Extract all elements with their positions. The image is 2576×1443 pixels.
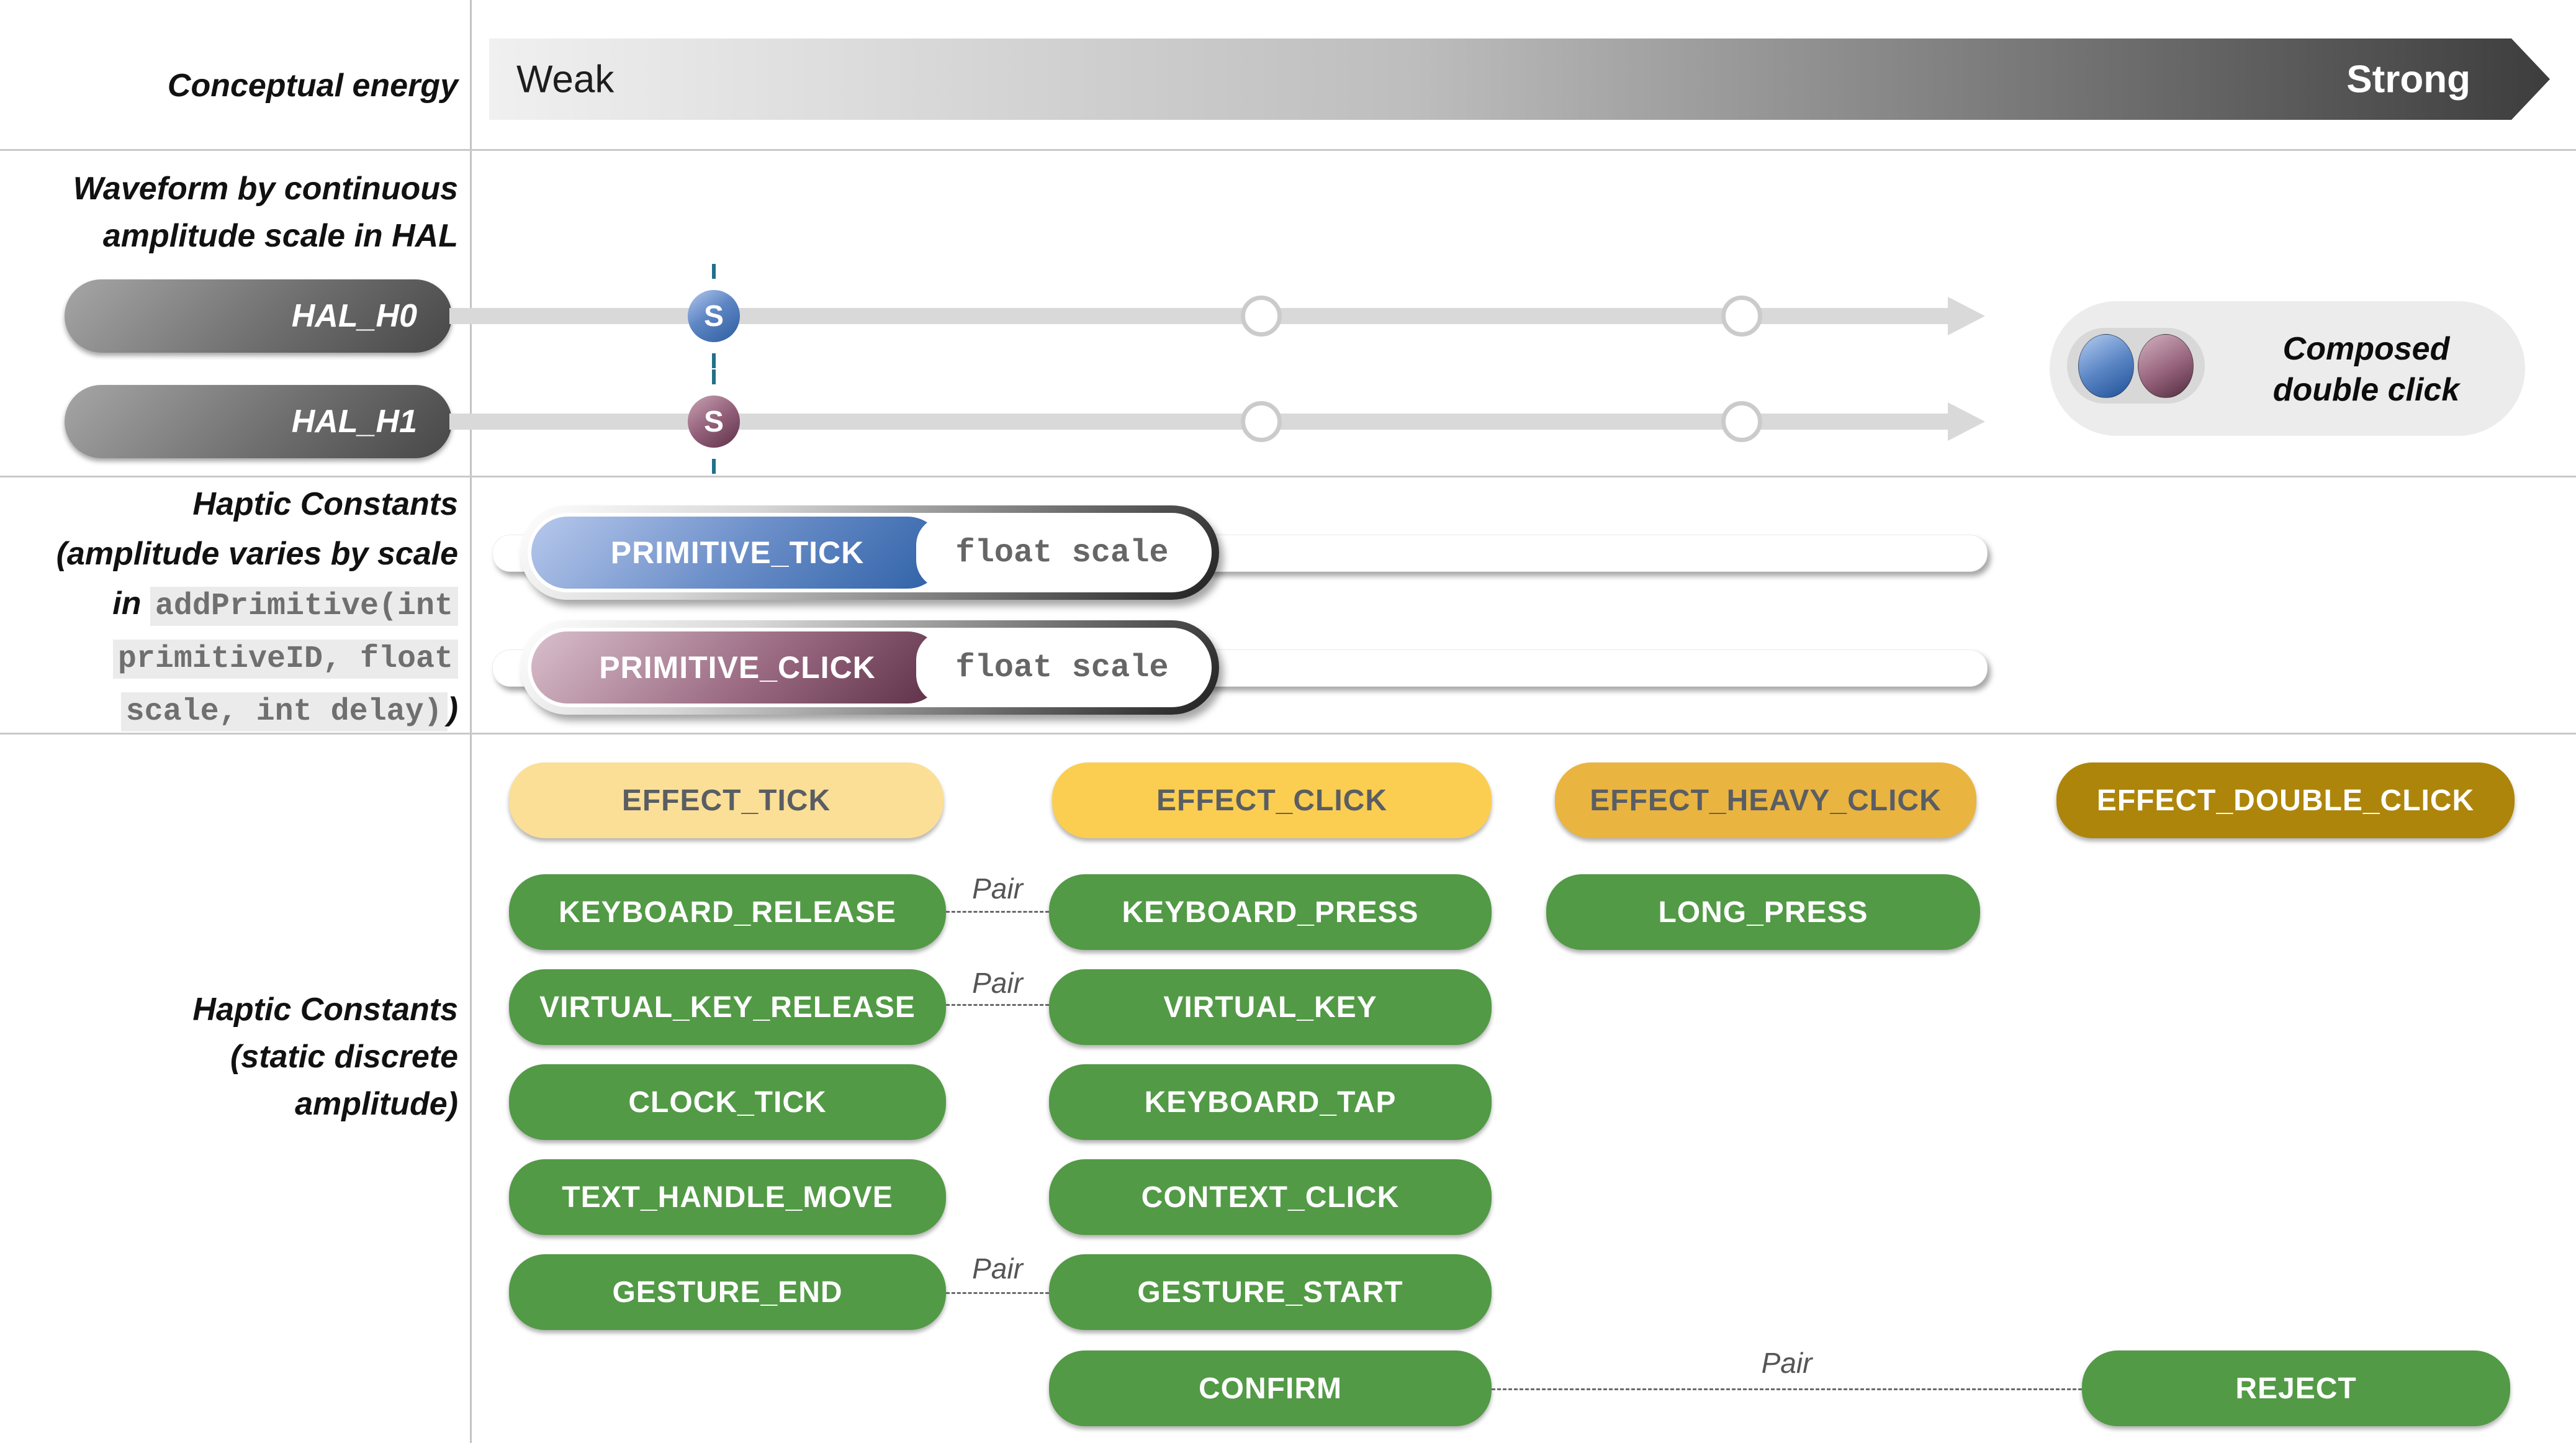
composed-double-click-badge: Composed double click bbox=[2050, 301, 2525, 436]
primitive-click-pill[interactable]: PRIMITIVE_CLICK bbox=[531, 631, 943, 703]
pair-connector-confirm-reject bbox=[1492, 1388, 2082, 1390]
primitive-click-knob[interactable]: PRIMITIVE_CLICK float scale bbox=[520, 620, 1219, 715]
row-label-waveform-line1: Waveform by continuous bbox=[73, 171, 458, 207]
row-label-waveform-line2: amplitude scale in HAL bbox=[102, 218, 458, 254]
section-divider-2 bbox=[0, 476, 2576, 477]
s-marker-label: S bbox=[703, 405, 724, 438]
static-label-line3: amplitude) bbox=[295, 1086, 458, 1122]
composed-tick-dot-icon bbox=[2078, 334, 2134, 398]
constant-confirm[interactable]: CONFIRM bbox=[1049, 1350, 1492, 1426]
pair-label: Pair bbox=[1761, 1347, 1813, 1379]
primitive-click-label: PRIMITIVE_CLICK bbox=[599, 650, 876, 685]
tick-dash-icon bbox=[712, 369, 716, 384]
primitive-click-param-label: float scale bbox=[955, 649, 1169, 686]
primitive-tick-pill[interactable]: PRIMITIVE_TICK bbox=[531, 517, 943, 589]
column-divider bbox=[470, 0, 472, 1443]
primitives-code-line3: scale, int delay) bbox=[120, 692, 448, 731]
primitives-label-in: in bbox=[112, 586, 142, 622]
static-label-line1: Haptic Constants bbox=[192, 992, 458, 1028]
composed-label-line2: double click bbox=[2272, 372, 2460, 408]
section-divider-1 bbox=[0, 149, 2576, 151]
constant-effect-tick[interactable]: EFFECT_TICK bbox=[509, 762, 943, 838]
pair-connector-keyboard bbox=[946, 911, 1049, 913]
primitive-click-param-box: float scale bbox=[916, 631, 1208, 703]
primitive-tick-label: PRIMITIVE_TICK bbox=[610, 535, 865, 570]
primitives-label-line2: (amplitude varies by scale bbox=[56, 536, 458, 572]
constant-keyboard-press[interactable]: KEYBOARD_PRESS bbox=[1049, 874, 1492, 950]
pair-connector-gesture bbox=[946, 1292, 1049, 1294]
pair-label: Pair bbox=[972, 1252, 1023, 1285]
pair-label: Pair bbox=[972, 967, 1023, 999]
constant-effect-click[interactable]: EFFECT_CLICK bbox=[1052, 762, 1492, 838]
pair-connector-virtual-key bbox=[946, 1004, 1049, 1006]
hal-h1-label: HAL_H1 bbox=[291, 404, 417, 440]
primitives-label-line3: in addPrimitive(int bbox=[0, 579, 458, 631]
hal-h1-empty-node-1[interactable] bbox=[1241, 401, 1282, 442]
row-label-primitives: Haptic Constants (amplitude varies by sc… bbox=[0, 479, 458, 737]
constant-gesture-end[interactable]: GESTURE_END bbox=[509, 1254, 946, 1330]
hal-h0-scale-marker[interactable]: S bbox=[688, 264, 740, 368]
hal-h1-scale-marker[interactable]: S bbox=[688, 369, 740, 474]
primitive-tick-knob[interactable]: PRIMITIVE_TICK float scale bbox=[520, 505, 1219, 600]
strong-label: Strong bbox=[2346, 58, 2470, 101]
s-marker-label: S bbox=[703, 299, 724, 333]
row-label-conceptual-energy: Conceptual energy bbox=[167, 68, 458, 104]
section-divider-3 bbox=[0, 733, 2576, 735]
constant-text-handle-move[interactable]: TEXT_HANDLE_MOVE bbox=[509, 1159, 946, 1235]
tick-dash-icon bbox=[712, 353, 716, 368]
hal-h0-arrow-icon bbox=[1948, 297, 1985, 335]
constant-effect-double-click[interactable]: EFFECT_DOUBLE_CLICK bbox=[2056, 762, 2515, 838]
static-label-line2: (static discrete bbox=[230, 1039, 458, 1075]
constant-keyboard-release[interactable]: KEYBOARD_RELEASE bbox=[509, 874, 946, 950]
constant-context-click[interactable]: CONTEXT_CLICK bbox=[1049, 1159, 1492, 1235]
primitive-tick-knob-inner: PRIMITIVE_TICK float scale bbox=[528, 513, 1212, 592]
hal-h0-label: HAL_H0 bbox=[291, 298, 417, 334]
hal-h0-empty-node-1[interactable] bbox=[1241, 296, 1282, 337]
composed-click-dot-icon bbox=[2138, 334, 2194, 398]
tick-dash-icon bbox=[712, 264, 716, 279]
primitives-code-line2: primitiveID, float bbox=[112, 640, 458, 679]
constant-long-press[interactable]: LONG_PRESS bbox=[1546, 874, 1980, 950]
pair-label: Pair bbox=[972, 872, 1023, 905]
constant-gesture-start[interactable]: GESTURE_START bbox=[1049, 1254, 1492, 1330]
composed-label-line1: Composed bbox=[2282, 331, 2450, 367]
constant-virtual-key[interactable]: VIRTUAL_KEY bbox=[1049, 969, 1492, 1045]
constant-keyboard-tap[interactable]: KEYBOARD_TAP bbox=[1049, 1064, 1492, 1140]
hal-h1-arrow-icon bbox=[1948, 402, 1985, 441]
hal-h1-pill: HAL_H1 bbox=[65, 385, 452, 458]
hal-h1-empty-node-2[interactable] bbox=[1721, 401, 1762, 442]
constant-clock-tick[interactable]: CLOCK_TICK bbox=[509, 1064, 946, 1140]
hal-h0-empty-node-2[interactable] bbox=[1721, 296, 1762, 337]
primitives-label-line5: scale, int delay)) bbox=[0, 684, 458, 737]
primitive-tick-param-label: float scale bbox=[955, 534, 1169, 571]
primitives-label-line4: primitiveID, float bbox=[0, 631, 458, 684]
primitives-label-line1: Haptic Constants bbox=[192, 486, 458, 522]
tick-dash-icon bbox=[712, 459, 716, 474]
energy-gradient-bar: Weak Strong bbox=[489, 38, 2550, 120]
row-label-waveform: Waveform by continuous amplitude scale i… bbox=[0, 165, 458, 260]
primitive-click-knob-inner: PRIMITIVE_CLICK float scale bbox=[528, 628, 1212, 707]
weak-label: Weak bbox=[516, 58, 615, 101]
constant-effect-heavy-click[interactable]: EFFECT_HEAVY_CLICK bbox=[1555, 762, 1976, 838]
hal-h0-pill: HAL_H0 bbox=[65, 279, 452, 353]
row-label-static-constants: Haptic Constants (static discrete amplit… bbox=[0, 986, 458, 1128]
primitives-label-close-paren: ) bbox=[447, 691, 458, 727]
primitives-code-line1: addPrimitive(int bbox=[150, 587, 458, 626]
composed-label: Composed double click bbox=[2223, 328, 2509, 410]
constant-reject[interactable]: REJECT bbox=[2082, 1350, 2510, 1426]
primitive-tick-param-box: float scale bbox=[916, 517, 1208, 589]
composed-dots-capsule bbox=[2067, 328, 2205, 404]
constant-virtual-key-release[interactable]: VIRTUAL_KEY_RELEASE bbox=[509, 969, 946, 1045]
